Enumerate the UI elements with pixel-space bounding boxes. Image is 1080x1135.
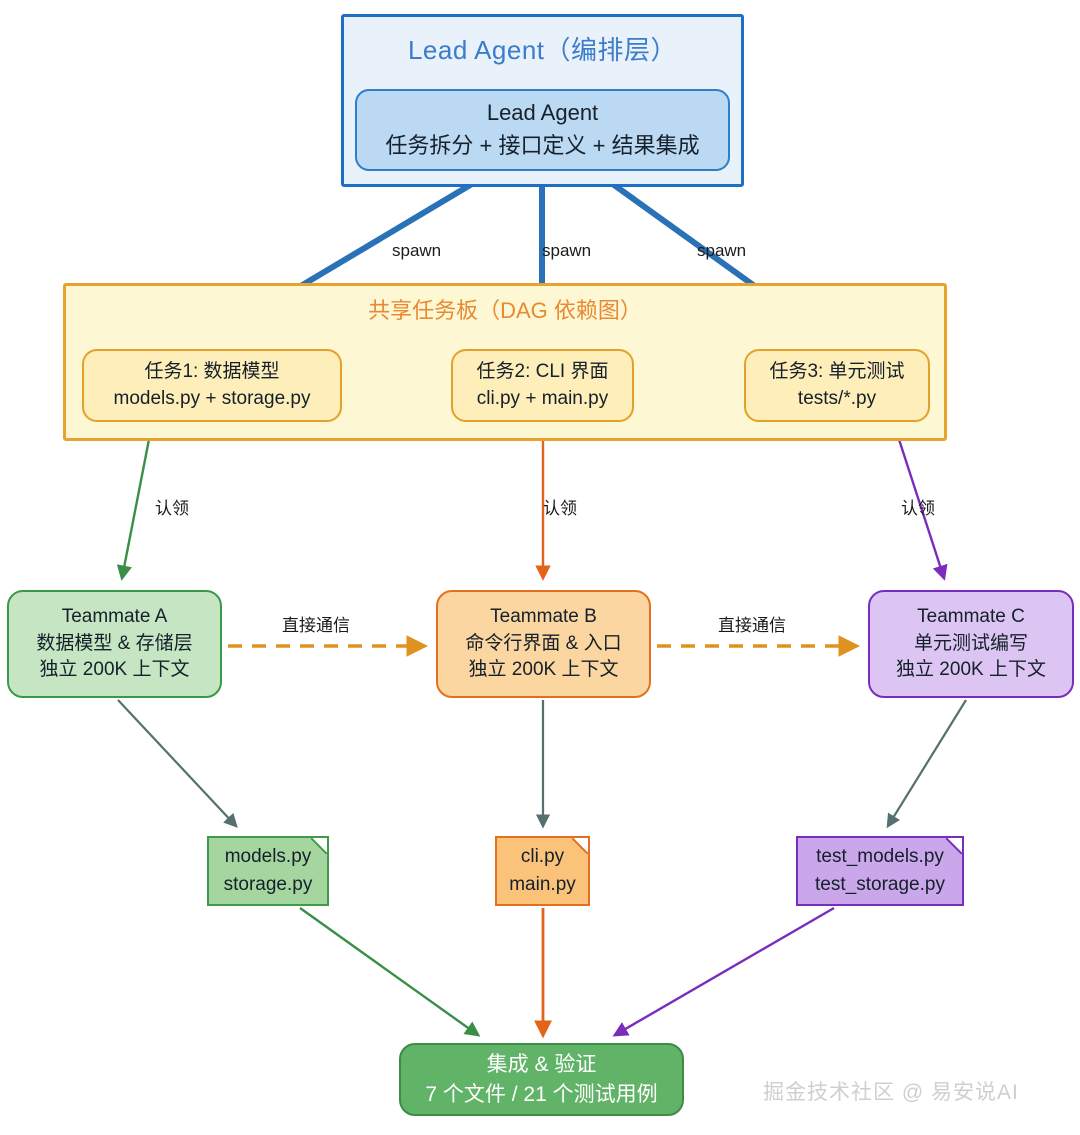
file-note-models-line2: storage.py bbox=[223, 874, 313, 895]
shared-task-board-title: 共享任务板（DAG 依赖图） bbox=[368, 298, 642, 323]
watermark: 掘金技术社区 @ 易安说AI bbox=[763, 1081, 1019, 1104]
task-node-2-line2: cli.py + main.py bbox=[476, 387, 609, 409]
file-note-tests-line2: test_storage.py bbox=[815, 874, 945, 895]
task-node-2[interactable]: 任务2: CLI 界面 cli.py + main.py bbox=[451, 349, 634, 422]
file-note-models-line1: models.py bbox=[224, 846, 312, 868]
edge-files-a-to-integration bbox=[299, 907, 481, 1037]
page-fold-icon bbox=[311, 838, 327, 854]
integration-node-line1: 集成 & 验证 bbox=[486, 1053, 597, 1077]
file-note-models[interactable]: models.py storage.py bbox=[207, 836, 329, 906]
teammate-c-node[interactable]: Teammate C 单元测试编写 独立 200K 上下文 bbox=[868, 590, 1074, 698]
edge-teammate-a-to-files bbox=[117, 699, 238, 828]
edge-label-claim-1: 认领 bbox=[155, 499, 189, 518]
task-node-1[interactable]: 任务1: 数据模型 models.py + storage.py bbox=[82, 349, 342, 422]
page-fold-icon bbox=[946, 838, 962, 854]
file-note-cli-line1: cli.py bbox=[520, 846, 565, 868]
file-note-cli-line2: main.py bbox=[509, 874, 576, 895]
integration-node[interactable]: 集成 & 验证 7 个文件 / 21 个测试用例 bbox=[399, 1043, 684, 1116]
teammate-b-node[interactable]: Teammate B 命令行界面 & 入口 独立 200K 上下文 bbox=[436, 590, 651, 698]
edge-label-claim-3: 认领 bbox=[901, 499, 935, 518]
teammate-a-line2: 数据模型 & 存储层 bbox=[36, 632, 193, 654]
task-node-3-line1: 任务3: 单元测试 bbox=[769, 360, 905, 382]
teammate-c-line3: 独立 200K 上下文 bbox=[896, 659, 1046, 681]
task-node-1-line2: models.py + storage.py bbox=[113, 387, 311, 409]
edge-label-spawn-3: spawn bbox=[697, 241, 747, 260]
integration-node-line2: 7 个文件 / 21 个测试用例 bbox=[425, 1082, 658, 1106]
teammate-a-line3: 独立 200K 上下文 bbox=[39, 659, 190, 681]
teammate-a-node[interactable]: Teammate A 数据模型 & 存储层 独立 200K 上下文 bbox=[7, 590, 222, 698]
lead-agent-container-title: Lead Agent（编排层） bbox=[407, 35, 678, 65]
lead-agent-node[interactable]: Lead Agent 任务拆分 + 接口定义 + 结果集成 bbox=[355, 89, 730, 171]
task-node-1-line1: 任务1: 数据模型 bbox=[144, 360, 280, 382]
teammate-a-line1: Teammate A bbox=[61, 606, 168, 628]
task-node-3[interactable]: 任务3: 单元测试 tests/*.py bbox=[744, 349, 930, 422]
file-note-cli[interactable]: cli.py main.py bbox=[495, 836, 590, 906]
file-note-tests-line1: test_models.py bbox=[816, 846, 944, 868]
edge-teammate-c-to-files bbox=[886, 699, 967, 829]
edge-files-c-to-integration bbox=[612, 906, 835, 1037]
edge-label-direct-comm-2: 直接通信 bbox=[718, 616, 786, 635]
teammate-b-line2: 命令行界面 & 入口 bbox=[465, 632, 622, 654]
lead-agent-node-line1: Lead Agent bbox=[486, 100, 599, 125]
file-note-tests[interactable]: test_models.py test_storage.py bbox=[796, 836, 964, 906]
teammate-b-line3: 独立 200K 上下文 bbox=[468, 659, 619, 681]
edge-label-direct-comm-1: 直接通信 bbox=[282, 616, 350, 635]
teammate-c-line2: 单元测试编写 bbox=[913, 632, 1028, 654]
edge-claim-teammate-a bbox=[116, 423, 154, 581]
teammate-b-line1: Teammate B bbox=[490, 606, 597, 628]
lead-agent-node-line2: 任务拆分 + 接口定义 + 结果集成 bbox=[385, 133, 700, 158]
task-node-3-line2: tests/*.py bbox=[797, 387, 877, 409]
task-node-2-line1: 任务2: CLI 界面 bbox=[476, 360, 609, 382]
teammate-c-line1: Teammate C bbox=[917, 606, 1025, 628]
edge-label-spawn-2: spawn bbox=[542, 241, 592, 260]
edge-label-spawn-1: spawn bbox=[392, 241, 442, 260]
edge-label-claim-2: 认领 bbox=[543, 499, 577, 518]
page-fold-icon bbox=[572, 838, 588, 854]
